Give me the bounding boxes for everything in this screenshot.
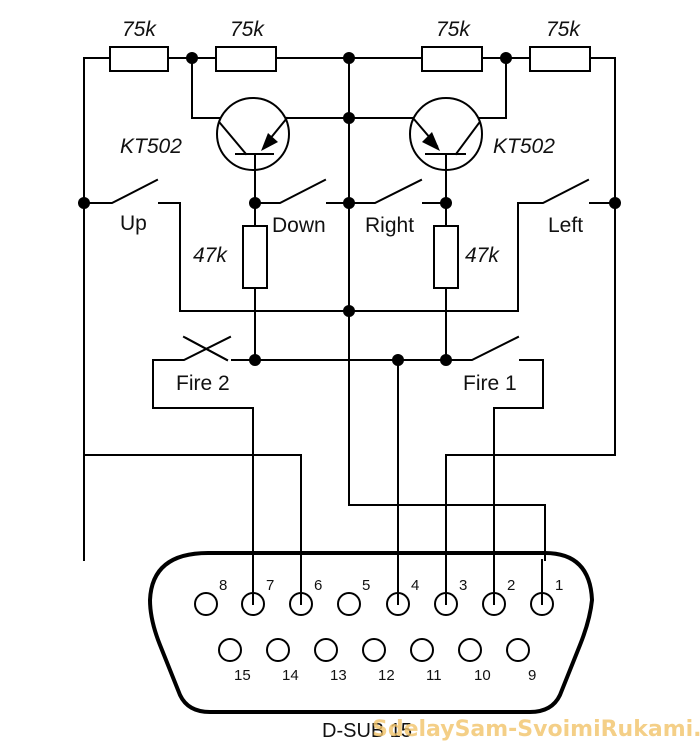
transistor-right: KT502	[348, 57, 555, 201]
pin-15	[218, 638, 242, 662]
resistor-75k-1: 75k	[109, 18, 169, 72]
pin-5	[337, 592, 361, 616]
resistor-75k-2: 75k	[215, 18, 277, 72]
switch-left: Left	[548, 202, 616, 237]
dsub15-connector: 8 7 6 5 4 3 2 1 15 14 13 12 11 10 9 D-SUB 15	[147, 551, 595, 742]
resistor-label: 47k	[465, 244, 500, 267]
transistor-label: KT502	[493, 135, 555, 158]
pin-number: 3	[459, 577, 467, 594]
switch-fire2: Fire 2	[152, 335, 254, 561]
resistor-label: 75k	[122, 18, 157, 41]
watermark: SdelaySam-SvoimiRukami.ru	[372, 717, 700, 742]
pin-number: 9	[528, 667, 536, 684]
junction-dot	[343, 112, 355, 124]
transistor-left: KT502	[120, 57, 350, 201]
resistor-label: 75k	[230, 18, 265, 41]
switch-label: Left	[548, 214, 583, 237]
junction-dot	[78, 197, 90, 209]
pin-number: 1	[555, 577, 563, 594]
pin-9	[506, 638, 530, 662]
resistor-75k-4: 75k	[529, 18, 591, 72]
resistor-47k-right: 47k	[433, 202, 500, 361]
pin-11	[410, 638, 434, 662]
switch-fire1: Fire 1	[445, 335, 544, 561]
pin-14	[266, 638, 290, 662]
pin-12	[362, 638, 386, 662]
switch-down: Down	[254, 178, 350, 237]
connector-label: D-SUB 15	[322, 720, 412, 742]
switch-label: Fire 2	[176, 372, 230, 395]
pin-10	[458, 638, 482, 662]
resistor-label: 75k	[546, 18, 581, 41]
pin-number: 7	[266, 577, 274, 594]
pin-number: 11	[426, 667, 442, 684]
pin-number: 14	[282, 667, 299, 684]
pin-13	[314, 638, 338, 662]
wire-pin6	[83, 454, 302, 561]
switch-label: Fire 1	[463, 372, 517, 395]
pin-number: 13	[330, 667, 347, 684]
resistor-label: 47k	[193, 244, 228, 267]
pin-number: 2	[507, 577, 515, 594]
pin-8	[194, 592, 218, 616]
connector-shell	[147, 551, 595, 714]
switch-right: Right	[348, 178, 447, 237]
transistor-label: KT502	[120, 135, 182, 158]
junction-dot	[343, 305, 355, 317]
pin-number: 6	[314, 577, 322, 594]
switch-up: Up	[83, 178, 590, 312]
pin-number: 8	[219, 577, 227, 594]
pin-number: 10	[474, 667, 491, 684]
resistor-47k-left: 47k	[193, 202, 268, 361]
resistor-label: 75k	[436, 18, 471, 41]
switch-label: Down	[272, 214, 326, 237]
pin-number: 15	[234, 667, 251, 684]
pin-number: 12	[378, 667, 395, 684]
switch-label: Up	[120, 212, 147, 235]
pin-number: 4	[411, 577, 419, 594]
junction-dot	[249, 354, 261, 366]
resistor-75k-3: 75k	[421, 18, 483, 72]
pin-number: 5	[362, 577, 370, 594]
switch-label: Right	[365, 214, 414, 237]
transistor-body	[216, 97, 290, 171]
wire-pin3	[445, 444, 616, 561]
